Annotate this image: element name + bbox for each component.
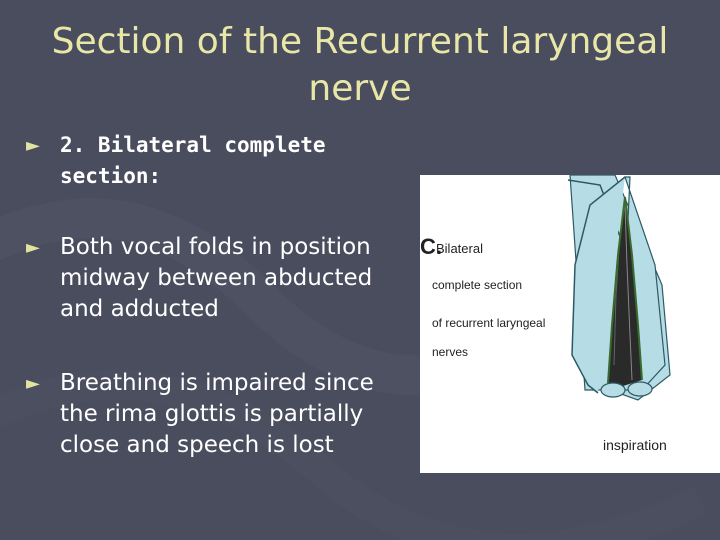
left-fold-shape xyxy=(571,176,626,394)
bullet-text: 2. Bilateral complete section: xyxy=(60,133,326,188)
bullet-vocal-folds: ► Both vocal folds in position midway be… xyxy=(26,232,386,325)
larynx-figure: C. Bilateral complete section of recurre… xyxy=(420,175,720,473)
rima-glottis-shape xyxy=(608,197,642,387)
figure-caption-line: of recurrent laryngeal xyxy=(432,316,545,330)
bullet-text: Breathing is impaired since the rima glo… xyxy=(60,370,374,458)
figure-caption-line: nerves xyxy=(432,345,468,359)
bullet-section-type: ► 2. Bilateral complete section: xyxy=(26,130,386,192)
bullet-arrow-icon: ► xyxy=(26,373,40,394)
bullet-breathing: ► Breathing is impaired since the rima g… xyxy=(26,368,386,461)
figure-label-inspiration: inspiration xyxy=(603,437,667,453)
figure-letter: C. xyxy=(420,234,442,259)
bullet-text: Both vocal folds in position midway betw… xyxy=(60,234,373,322)
bullet-arrow-icon: ► xyxy=(26,237,40,258)
figure-caption-line: complete section xyxy=(432,278,522,292)
figure-caption-line: Bilateral xyxy=(436,241,483,256)
bullet-arrow-icon: ► xyxy=(26,135,40,156)
slide-title: Section of the Recurrent laryngeal nerve xyxy=(51,21,669,109)
vocal-folds-illustration: C. Bilateral complete section of recurre… xyxy=(420,175,671,453)
